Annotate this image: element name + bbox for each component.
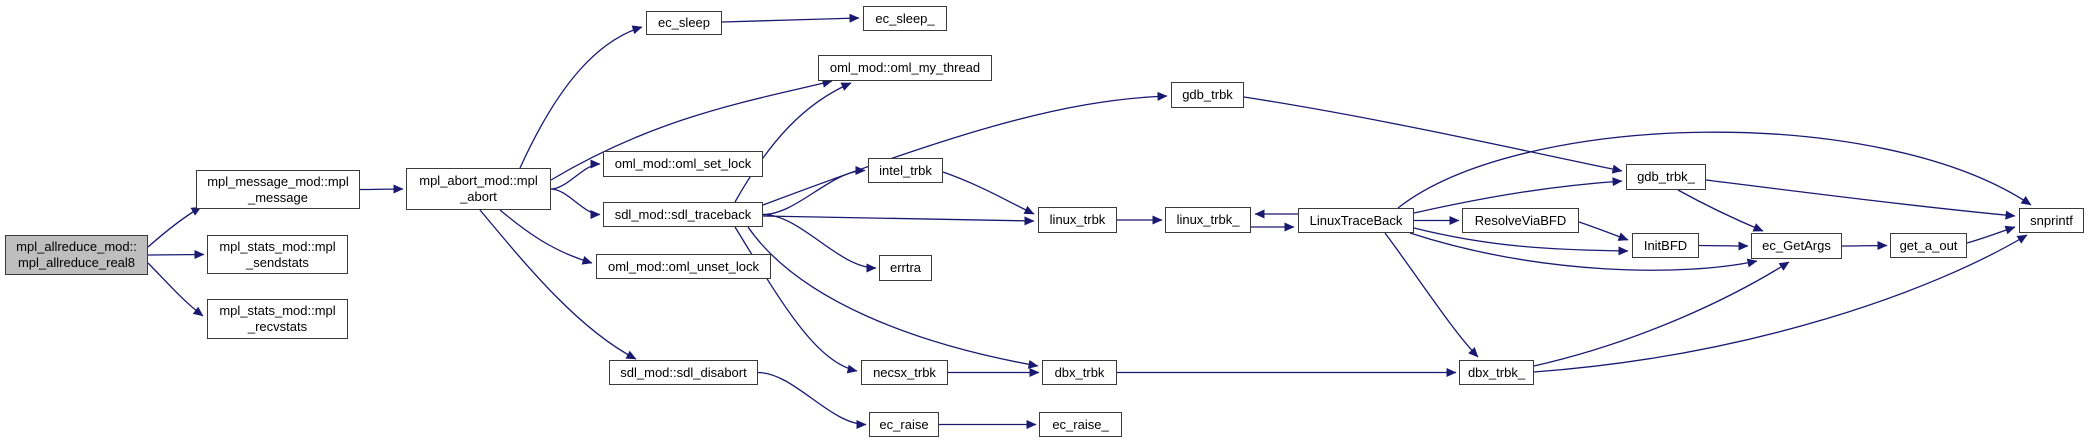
node-get_a_out[interactable]: get_a_out xyxy=(1890,233,1967,258)
edge-abort-sdl_traceback xyxy=(550,188,601,219)
node-snprintf[interactable]: snprintf xyxy=(2019,208,2084,233)
node-LinuxTraceBack[interactable]: LinuxTraceBack xyxy=(1298,208,1414,233)
edge-ec_GetArgs-get_a_out xyxy=(1841,241,1888,251)
node-linux_trbk[interactable]: linux_trbk xyxy=(1038,207,1117,233)
node-ec_raise[interactable]: ec_raise xyxy=(869,412,939,437)
node-gdb_trbk_[interactable]: gdb_trbk_ xyxy=(1626,164,1706,190)
edge-sdl_traceback-errtra xyxy=(762,213,877,273)
edge-sdl_traceback-gdb_trbk xyxy=(762,91,1168,206)
edge-LinuxTraceBack-ec_GetArgs xyxy=(1409,232,1758,271)
edge-allreduce-sendstats xyxy=(147,250,205,260)
edge-dbx_trbk_-ec_GetArgs xyxy=(1533,261,1790,367)
node-gdb_trbk[interactable]: gdb_trbk xyxy=(1171,82,1244,108)
node-ec_GetArgs[interactable]: ec_GetArgs xyxy=(1751,233,1842,259)
node-ec_raise_[interactable]: ec_raise_ xyxy=(1039,412,1122,437)
edge-sdl_traceback-oml_my_thread xyxy=(734,82,852,203)
node-allreduce[interactable]: mpl_allreduce_mod:: mpl_allreduce_real8 xyxy=(5,235,148,275)
node-ResolveViaBFD[interactable]: ResolveViaBFD xyxy=(1462,208,1579,233)
edge-InitBFD-ec_GetArgs xyxy=(1698,241,1749,251)
node-abort[interactable]: mpl_abort_mod::mpl _abort xyxy=(406,168,551,210)
edge-ec_sleep-ec_sleep_ xyxy=(721,13,860,23)
node-errtra[interactable]: errtra xyxy=(879,255,932,281)
edge-abort-sdl_disabort xyxy=(479,209,637,360)
edge-gdb_trbk_-ec_GetArgs xyxy=(1677,189,1764,232)
node-intel_trbk[interactable]: intel_trbk xyxy=(868,158,943,183)
edge-dbx_trbk_-snprintf xyxy=(1533,234,2028,373)
node-ec_sleep[interactable]: ec_sleep xyxy=(646,11,722,35)
edge-abort-ec_sleep xyxy=(519,25,643,169)
node-necsx_trbk[interactable]: necsx_trbk xyxy=(861,360,948,385)
edge-ResolveViaBFD-InitBFD xyxy=(1578,221,1629,241)
node-oml_my_thread[interactable]: oml_mod::oml_my_thread xyxy=(818,55,992,81)
edge-sdl_traceback-necsx_trbk xyxy=(734,226,858,374)
node-dbx_trbk[interactable]: dbx_trbk xyxy=(1042,360,1117,385)
node-oml_unset_lock[interactable]: oml_mod::oml_unset_lock xyxy=(596,254,771,279)
node-oml_set_lock[interactable]: oml_mod::oml_set_lock xyxy=(603,151,763,177)
node-InitBFD[interactable]: InitBFD xyxy=(1632,233,1699,258)
node-sdl_disabort[interactable]: sdl_mod::sdl_disabort xyxy=(609,360,758,385)
edge-LinuxTraceBack-dbx_trbk_ xyxy=(1384,232,1479,358)
edge-abort-oml_unset_lock xyxy=(499,209,593,265)
edge-gdb_trbk-gdb_trbk_ xyxy=(1243,96,1623,174)
edge-intel_trbk-linux_trbk xyxy=(942,171,1035,215)
node-ec_sleep_[interactable]: ec_sleep_ xyxy=(863,6,947,31)
edge-gdb_trbk_-snprintf xyxy=(1705,179,2016,220)
edge-sdl_traceback-linux_trbk xyxy=(762,215,1035,226)
edge-sdl_traceback-intel_trbk xyxy=(762,166,866,216)
edge-LinuxTraceBack-gdb_trbk_ xyxy=(1413,177,1623,214)
edge-get_a_out-snprintf xyxy=(1966,225,2016,244)
edge-allreduce-message xyxy=(147,206,202,248)
edge-message-abort xyxy=(359,184,404,194)
node-message[interactable]: mpl_message_mod::mpl _message xyxy=(196,170,360,209)
edge-sdl_disabort-ec_raise xyxy=(757,371,867,429)
edge-LinuxTraceBack-InitBFD xyxy=(1413,227,1629,256)
edge-sdl_traceback-dbx_trbk xyxy=(747,226,1039,369)
node-recvstats[interactable]: mpl_stats_mod::mpl _recvstats xyxy=(207,299,348,339)
edge-abort-oml_my_thread xyxy=(550,78,833,181)
edge-abort-oml_set_lock xyxy=(550,159,601,190)
node-sdl_traceback[interactable]: sdl_mod::sdl_traceback xyxy=(603,202,763,227)
node-dbx_trbk_[interactable]: dbx_trbk_ xyxy=(1459,360,1534,385)
edge-allreduce-recvstats xyxy=(147,262,204,317)
node-sendstats[interactable]: mpl_stats_mod::mpl _sendstats xyxy=(207,235,348,274)
edge-LinuxTraceBack-snprintf xyxy=(1397,131,2032,209)
node-linux_trbk_[interactable]: linux_trbk_ xyxy=(1165,207,1251,233)
